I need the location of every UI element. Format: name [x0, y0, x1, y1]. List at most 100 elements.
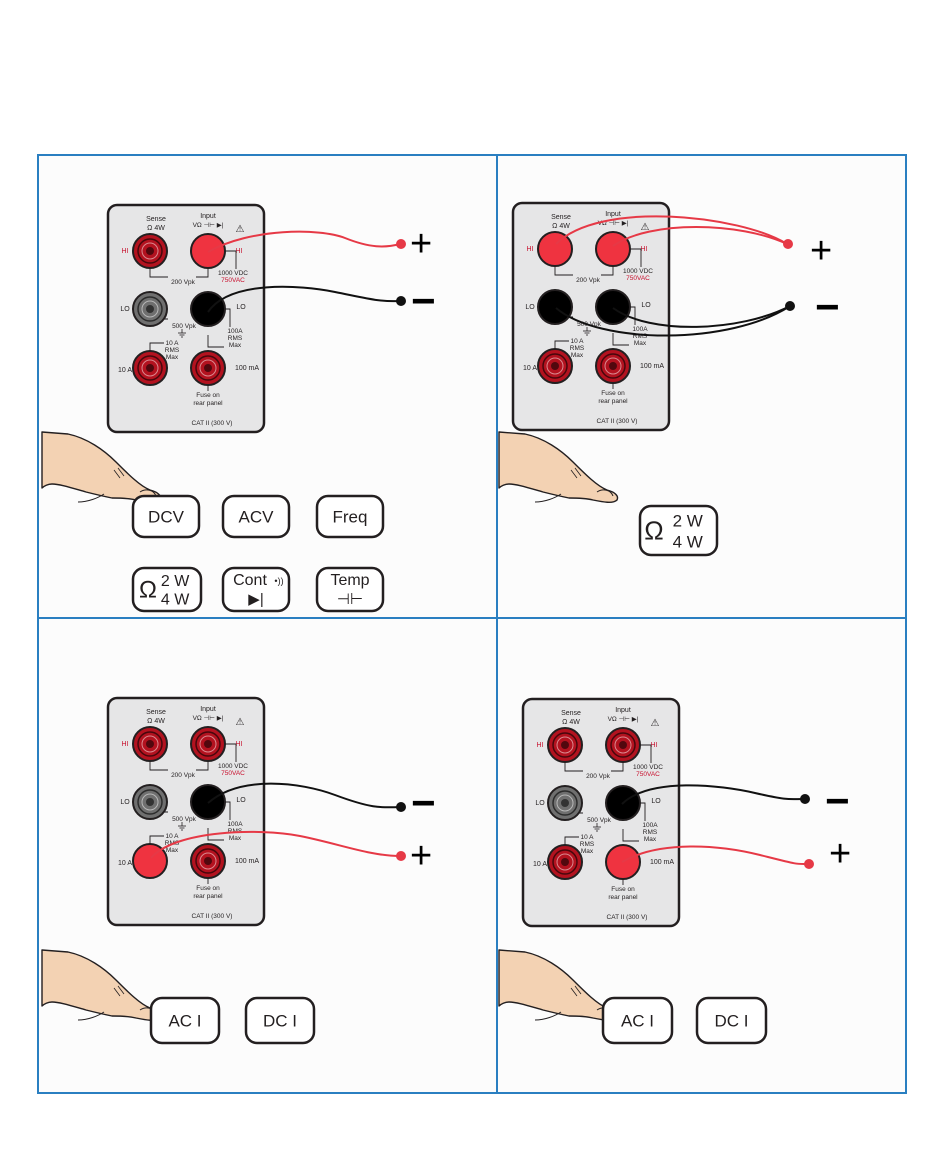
red-test-lead: [621, 845, 809, 866]
meter-label: Fuse on: [196, 392, 220, 399]
meter-label: LO: [525, 304, 535, 311]
plus-sign: +: [810, 230, 832, 272]
meter-label: rear panel: [193, 893, 223, 900]
meter-label: 10 A: [165, 340, 179, 347]
meter-label: 200 Vpk: [586, 773, 611, 780]
100ma-socket: [595, 348, 631, 384]
meter-label: Max: [571, 352, 584, 359]
input-lo-socket: [595, 289, 631, 325]
meter-label: Input: [200, 706, 216, 713]
panel-grid-frame: [37, 154, 907, 1094]
plus-sign: +: [829, 833, 851, 875]
button-label: Cont: [233, 572, 267, 589]
meter-label: HI: [236, 248, 243, 255]
pointing-hand-icon: [41, 949, 162, 1021]
meter-label: RMS: [228, 335, 243, 342]
meter-label: Input: [615, 707, 631, 714]
meter-label: CAT II (300 V): [192, 420, 233, 427]
ohm-icon: Ω: [139, 577, 157, 604]
sense-lo-socket: [537, 289, 573, 325]
meter-label: 10 A: [533, 861, 547, 868]
red-lead-tip: [804, 859, 814, 869]
black-lead-tip: [396, 802, 406, 812]
button-frame: [638, 504, 719, 557]
ohm-icon: Ω: [644, 516, 663, 546]
meter-label: LO: [120, 799, 130, 806]
sense-hi-socket: [132, 233, 168, 269]
dc-current-button[interactable]: DC I: [244, 996, 316, 1045]
meter-label: LO: [236, 797, 246, 804]
meter-label: CAT II (300 V): [607, 914, 648, 921]
ground-icon: [178, 822, 186, 831]
meter-label: 1000 VDC: [633, 764, 663, 771]
button-frame: [221, 566, 291, 613]
meter-label: Sense: [551, 214, 571, 221]
meter-label: 10 A: [580, 834, 594, 841]
10a-socket: [537, 348, 573, 384]
plus-sign: +: [410, 835, 432, 877]
continuity-diode-button[interactable]: Cont•))▶|: [221, 566, 291, 613]
meter-label: Sense: [146, 216, 166, 223]
meter-label: 100A: [227, 821, 243, 828]
meter-label: 750VAC: [626, 275, 650, 282]
meter-label: Input: [200, 213, 216, 220]
button-label: 2 W: [161, 573, 190, 590]
red-lead-tip: [396, 239, 406, 249]
meter-label: rear panel: [598, 398, 628, 405]
meter-label: Max: [581, 848, 594, 855]
meter-label: VΩ ⊣⊢ ▶|: [608, 716, 639, 723]
pointing-hand-icon: [498, 431, 619, 503]
red-test-lead: [150, 830, 401, 859]
freq-button[interactable]: Freq: [315, 494, 385, 539]
red-lead-tip: [396, 851, 406, 861]
meter-label: LO: [535, 800, 545, 807]
meter-label: Sense: [561, 710, 581, 717]
input-hi-socket: [190, 726, 226, 762]
meter-label: 100A: [632, 326, 648, 333]
10a-socket: [547, 844, 583, 880]
button-frame: [315, 566, 385, 613]
button-frame: [315, 494, 385, 539]
meter-label: RMS: [633, 333, 648, 340]
meter-label: Max: [634, 340, 647, 347]
meter-label: 100 mA: [235, 858, 259, 865]
sense-lo-socket: [132, 784, 168, 820]
input-hi-socket: [605, 727, 641, 763]
meter-label: rear panel: [193, 400, 223, 407]
sense-lo-socket: [547, 785, 583, 821]
acv-button[interactable]: ACV: [221, 494, 291, 539]
meter-label: 10 A: [570, 338, 584, 345]
meter-label: Max: [166, 847, 179, 854]
meter-label: rear panel: [608, 894, 638, 901]
meter-label: RMS: [580, 841, 595, 848]
meter-label: 500 Vpk: [172, 323, 197, 330]
warning-icon: ⚠: [236, 717, 245, 728]
warning-icon: ⚠: [641, 222, 650, 233]
meter-label: 100A: [227, 328, 243, 335]
red-test-lead: [207, 230, 401, 253]
meter-label: Fuse on: [196, 885, 220, 892]
meter-label: 10 A: [523, 365, 537, 372]
dc-current-button[interactable]: DC I: [695, 996, 768, 1045]
meter-label: 200 Vpk: [576, 277, 601, 284]
dcv-button[interactable]: DCV: [131, 494, 201, 539]
ac-current-button[interactable]: AC I: [601, 996, 674, 1045]
button-frame: [244, 996, 316, 1045]
meter-label: HI: [651, 742, 658, 749]
meter-label: 10 A: [118, 860, 132, 867]
ground-icon: [593, 823, 601, 832]
meter-label: 200 Vpk: [171, 772, 196, 779]
temp-capacitance-button[interactable]: Temp⊣⊢: [315, 566, 385, 613]
ac-current-button[interactable]: AC I: [149, 996, 221, 1045]
meter-label: Ω 4W: [552, 223, 570, 230]
button-frame: [601, 996, 674, 1045]
black-test-lead-sense: [612, 305, 791, 328]
black-test-lead-lo: [555, 305, 791, 337]
sense-lo-socket: [132, 291, 168, 327]
warning-icon: ⚠: [236, 224, 245, 235]
